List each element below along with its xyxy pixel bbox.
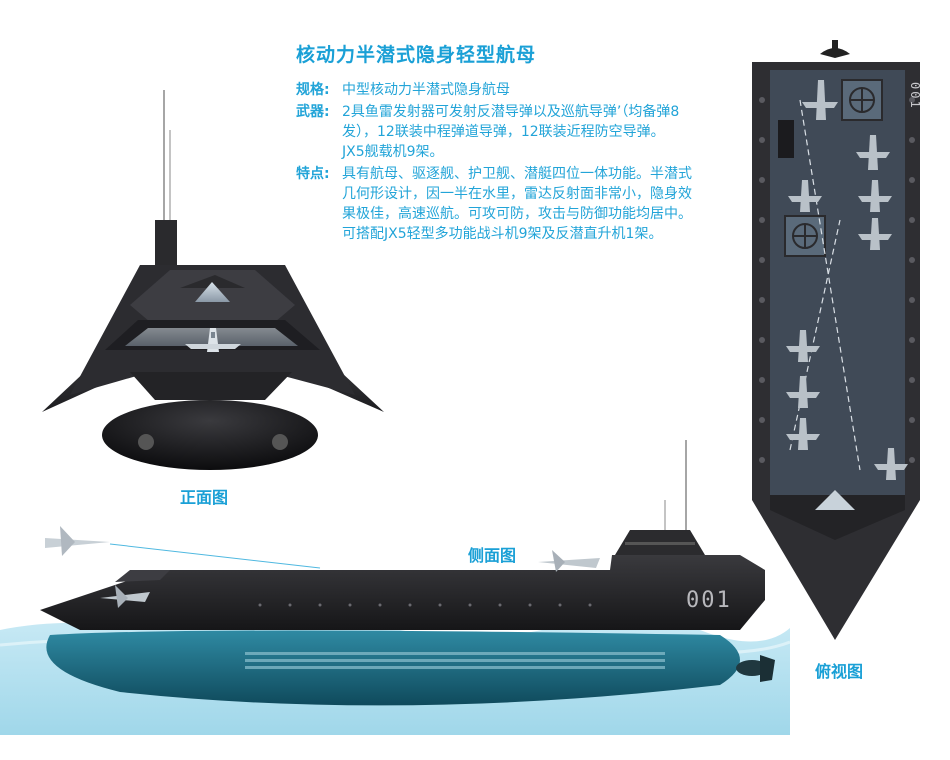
weapons-value: 2具鱼雷发射器可发射反潜导弹以及巡航导弹’（均备弹8发），12联装中程弹道导弹，… <box>342 104 680 160</box>
deck-aircraft-icon <box>100 585 150 608</box>
bow-marker-icon <box>820 40 850 58</box>
page-title: 核动力半潜式隐身轻型航母 <box>296 44 537 66</box>
spec-label: 规格: <box>296 82 330 98</box>
top-view-diagram <box>752 40 920 640</box>
features-value: 具有航母、驱逐舰、护卫舰、潜艇四位一体功能。半潜式几何形设计，因一半在水里，雷达… <box>342 166 692 242</box>
features-label: 特点: <box>296 166 330 182</box>
side-view-diagram <box>0 440 790 735</box>
spec-value: 中型核动力半潜式隐身航母 <box>342 82 510 98</box>
weapons-label: 武器: <box>296 104 330 120</box>
side-view-caption: 侧面图 <box>468 546 517 565</box>
propeller-icon <box>736 655 775 682</box>
front-view-caption: 正面图 <box>180 488 229 507</box>
top-hull-number: 001 <box>908 82 922 110</box>
front-view-diagram <box>42 90 384 470</box>
top-view-caption: 俯视图 <box>815 662 864 681</box>
bridge-aircraft-icon <box>538 550 600 572</box>
top-deck-aircraft-icon <box>786 80 908 480</box>
front-aircraft-icon <box>185 328 241 352</box>
flying-aircraft-icon <box>45 526 321 569</box>
side-hull-number: 001 <box>686 588 732 613</box>
